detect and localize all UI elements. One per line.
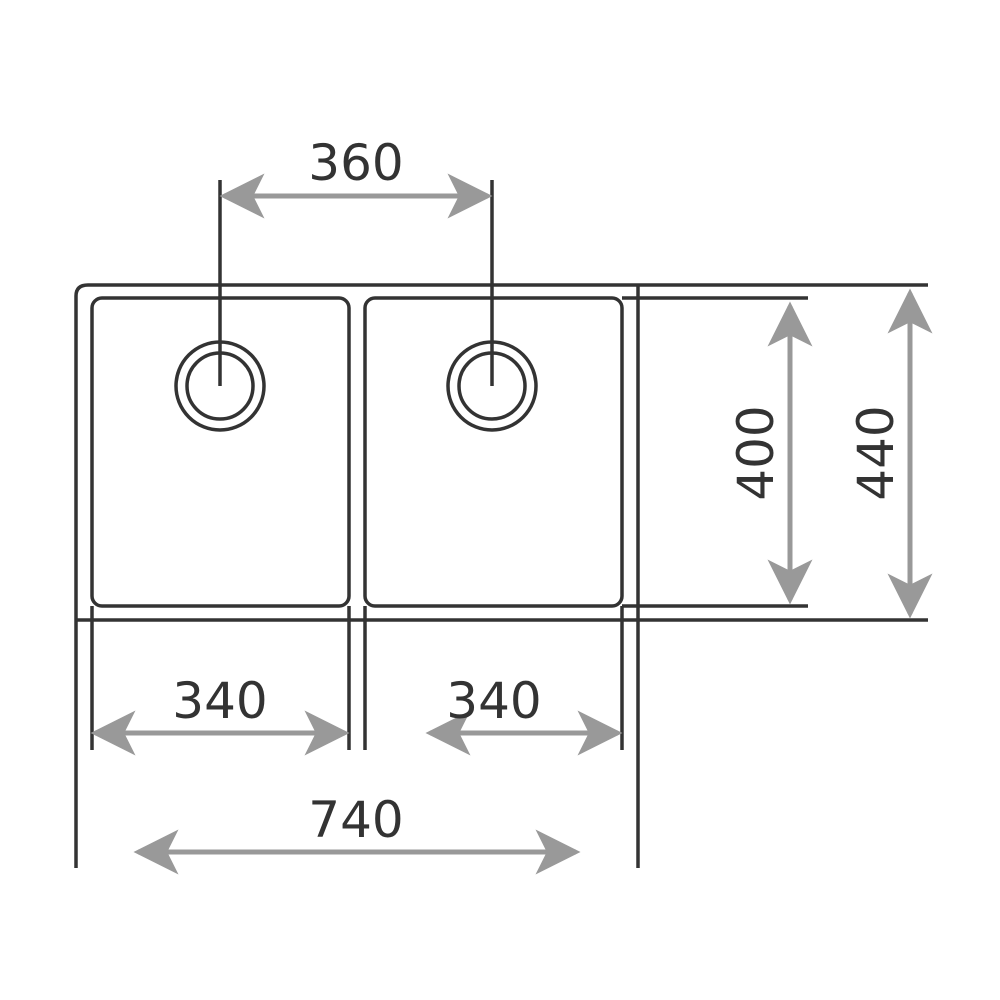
left-bowl-width-label: 340 — [172, 672, 267, 730]
bowl-depth-label: 400 — [727, 405, 785, 500]
dimension-right-bowl-width: 340 — [425, 672, 623, 756]
right-bowl-width-label: 340 — [446, 672, 541, 730]
overall-width-label: 740 — [308, 791, 403, 849]
dimension-left-bowl-width: 340 — [90, 672, 350, 756]
overall-depth-label: 440 — [847, 405, 905, 500]
outer-frame — [74, 283, 928, 868]
dimension-overall-depth: 440 — [847, 288, 933, 619]
left-drain-icon — [174, 180, 266, 432]
dimension-overall-width: 740 — [133, 791, 581, 875]
right-drain-icon — [446, 180, 538, 432]
dimension-bowl-depth: 400 — [727, 301, 813, 605]
drain-spacing-label: 360 — [308, 134, 403, 192]
dimension-drain-spacing: 360 — [219, 134, 493, 219]
